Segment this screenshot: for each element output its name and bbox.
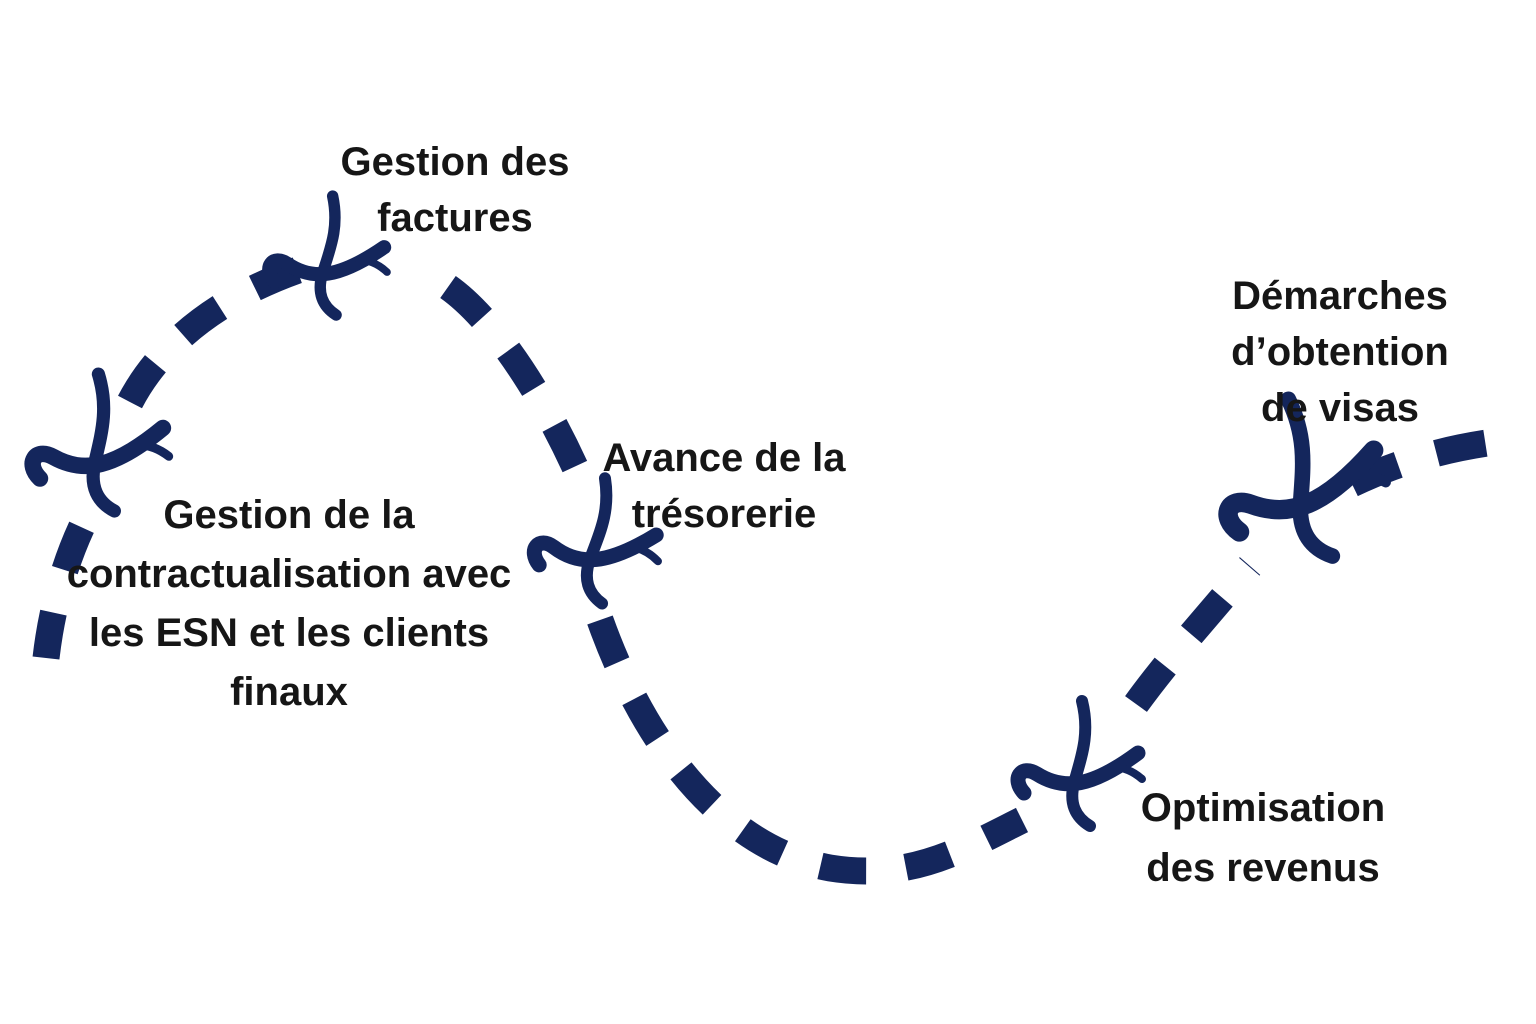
label-visas: Démarches d’obtention de visas xyxy=(1231,268,1449,436)
label-line: Avance de la xyxy=(602,436,846,480)
label-line: factures xyxy=(377,196,533,240)
label-line: finaux xyxy=(230,670,348,714)
path-segment-rise-right xyxy=(1125,557,1261,712)
label-line: de visas xyxy=(1261,386,1419,430)
label-line: trésorerie xyxy=(631,492,817,536)
path-segment-valley xyxy=(587,615,1029,885)
label-line: contractualisation avec xyxy=(66,552,512,596)
label-line: d’obtention xyxy=(1231,330,1449,374)
label-factures: Gestion des factures xyxy=(341,134,570,246)
label-line: Optimisation xyxy=(1140,786,1386,830)
path-segment-descent xyxy=(439,275,593,484)
path-segment-rise-left xyxy=(118,257,303,409)
label-line: les ESN et les clients xyxy=(88,611,490,655)
label-contractualisation: Gestion de la contractualisation avec le… xyxy=(67,486,512,722)
label-line: des revenus xyxy=(1146,846,1380,890)
label-line: Gestion des xyxy=(340,140,570,184)
label-line: Gestion de la xyxy=(163,493,415,537)
label-tresorerie: Avance de la trésorerie xyxy=(602,430,845,542)
path-segment-start xyxy=(32,503,102,660)
label-line: Démarches xyxy=(1232,274,1448,318)
label-revenus: Optimisation des revenus xyxy=(1141,778,1385,898)
x-mark-revenus xyxy=(1018,701,1142,826)
